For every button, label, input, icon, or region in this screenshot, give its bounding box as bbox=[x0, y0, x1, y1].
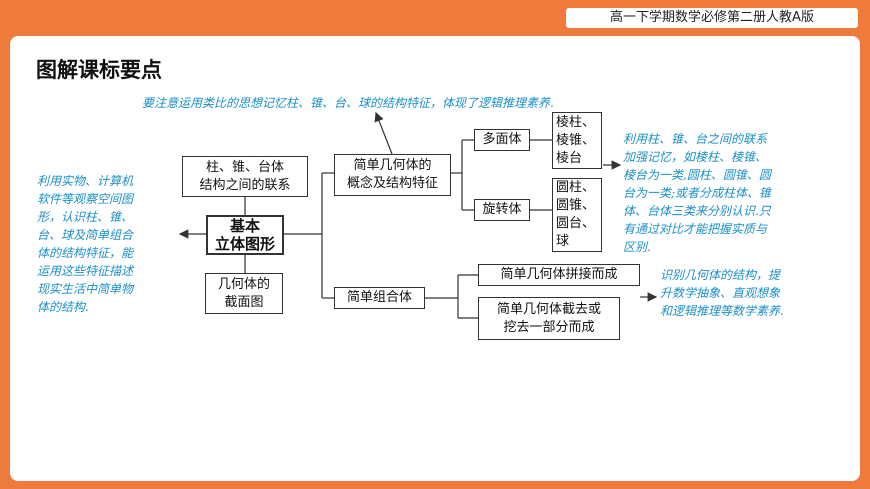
node-relation: 柱、锥、台体 结构之间的联系 bbox=[182, 156, 308, 197]
node-cut: 简单几何体截去或 挖去一部分而成 bbox=[478, 297, 620, 340]
note-top: 要注意运用类比的思想记忆柱、锥、台、球的结构特征，体现了逻辑推理素养. bbox=[142, 96, 554, 110]
node-polyhedron: 多面体 bbox=[474, 129, 530, 151]
note-right-bottom: 识别几何体的结构，提 升数学抽象、直观想象 和逻辑推理等数学素养. bbox=[660, 268, 784, 318]
note-right-top: 利用柱、锥、台之间的联系 加强记忆，如棱柱、棱锥、 棱台为一类,圆柱、圆锥、圆 … bbox=[623, 132, 772, 254]
page-title: 图解课标要点 bbox=[36, 58, 162, 82]
node-simple: 简单几何体的 概念及结构特征 bbox=[334, 154, 451, 196]
node-polyhedron-list: 棱柱、 棱锥、 棱台 bbox=[552, 112, 602, 169]
node-splice: 简单几何体拼接而成 bbox=[478, 264, 640, 286]
node-rotation-list: 圆柱、 圆锥、 圆台、 球 bbox=[552, 178, 602, 252]
node-composite: 简单组合体 bbox=[334, 287, 425, 309]
header-banner: 高一下学期数学必修第二册人教A版 bbox=[566, 8, 858, 28]
node-section: 几何体的 截面图 bbox=[205, 273, 283, 314]
note-left: 利用实物、计算机 软件等观察空间图 形，认识柱、锥、 台、球及简单组合 体的结构… bbox=[37, 174, 134, 314]
content-panel bbox=[10, 36, 860, 481]
arrow-to-top-note bbox=[374, 111, 393, 155]
node-root: 基本 立体图形 bbox=[206, 215, 284, 255]
node-rotation: 旋转体 bbox=[474, 199, 530, 221]
